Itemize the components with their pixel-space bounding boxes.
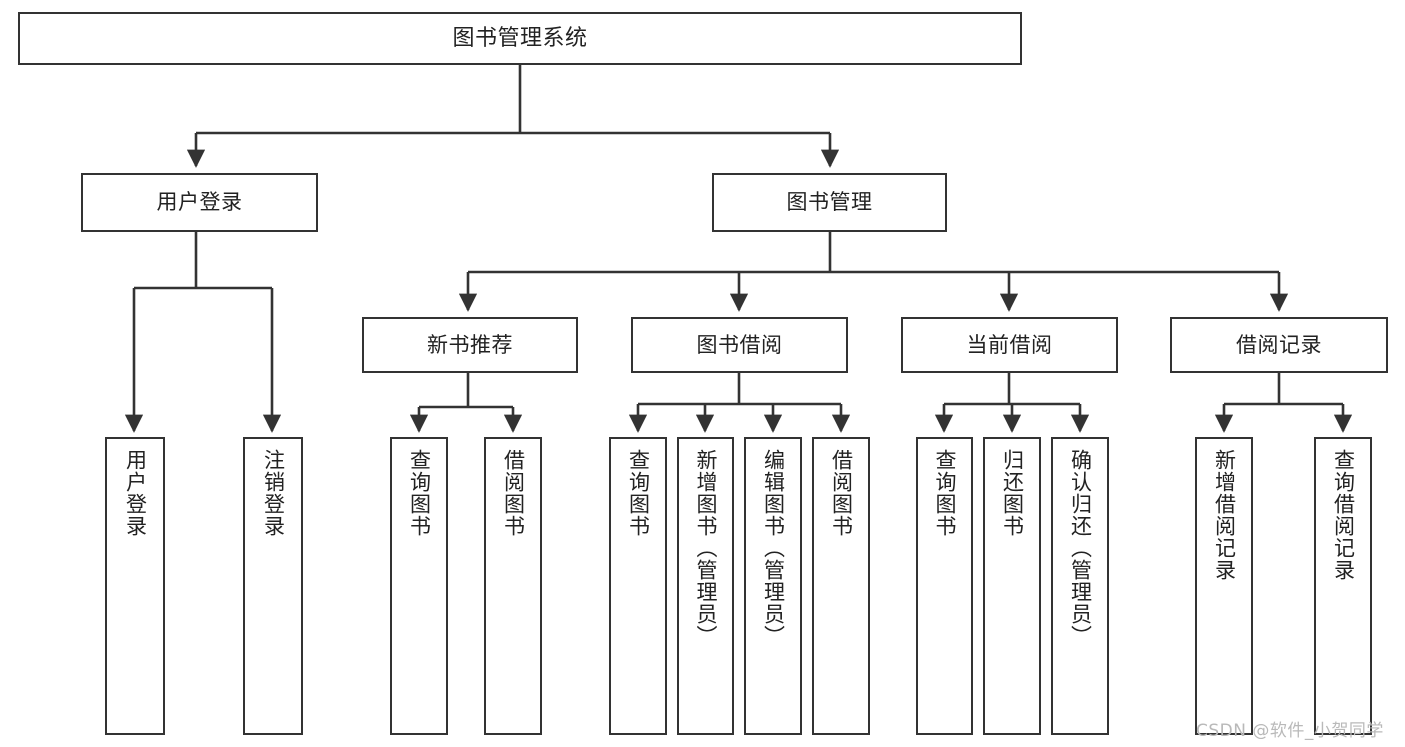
node-leaf-user-login[interactable]: 用户登录 <box>105 437 165 735</box>
node-book-management[interactable]: 图书管理 <box>712 173 947 232</box>
node-label: 借阅记录 <box>1236 332 1322 357</box>
csdn-watermark: CSDN @软件_小贺同学 <box>1196 721 1384 741</box>
node-leaf-logout[interactable]: 注销登录 <box>243 437 303 735</box>
node-label: 新增图书（管理员） <box>693 449 718 647</box>
node-current-borrowing[interactable]: 当前借阅 <box>901 317 1118 373</box>
node-leaf-borrow-books[interactable]: 借阅图书 <box>812 437 870 735</box>
node-label: 查询图书 <box>626 449 651 537</box>
node-leaf-query-books-current[interactable]: 查询图书 <box>916 437 973 735</box>
node-leaf-query-borrow-record[interactable]: 查询借阅记录 <box>1314 437 1372 735</box>
node-label: 图书管理系统 <box>452 25 588 51</box>
node-book-borrowing[interactable]: 图书借阅 <box>631 317 848 373</box>
node-label: 注销登录 <box>261 449 286 537</box>
node-label: 借阅图书 <box>501 449 526 537</box>
node-label: 查询图书 <box>932 449 957 537</box>
node-leaf-return-books[interactable]: 归还图书 <box>983 437 1041 735</box>
node-leaf-query-books-recommend[interactable]: 查询图书 <box>390 437 448 735</box>
node-leaf-edit-book-admin[interactable]: 编辑图书（管理员） <box>744 437 802 735</box>
node-label: 查询图书 <box>407 449 432 537</box>
node-label: 查询借阅记录 <box>1331 449 1356 581</box>
node-leaf-confirm-return-admin[interactable]: 确认归还（管理员） <box>1051 437 1109 735</box>
node-leaf-query-books-borrow[interactable]: 查询图书 <box>609 437 667 735</box>
node-leaf-borrow-books-recommend[interactable]: 借阅图书 <box>484 437 542 735</box>
node-label: 编辑图书（管理员） <box>761 449 786 647</box>
node-label: 确认归还（管理员） <box>1068 449 1093 647</box>
node-leaf-add-borrow-record[interactable]: 新增借阅记录 <box>1195 437 1253 735</box>
node-label: 图书管理 <box>786 190 873 215</box>
node-label: 借阅图书 <box>829 449 854 537</box>
node-label: 用户登录 <box>123 449 148 537</box>
node-label: 用户登录 <box>156 190 243 215</box>
node-leaf-add-book-admin[interactable]: 新增图书（管理员） <box>677 437 734 735</box>
node-root-book-management-system[interactable]: 图书管理系统 <box>18 12 1022 65</box>
node-label: 当前借阅 <box>966 332 1053 357</box>
node-label: 图书借阅 <box>696 332 783 357</box>
node-user-login[interactable]: 用户登录 <box>81 173 318 232</box>
node-new-book-recommendation[interactable]: 新书推荐 <box>362 317 578 373</box>
node-borrowing-records[interactable]: 借阅记录 <box>1170 317 1388 373</box>
node-label: 归还图书 <box>1000 449 1025 537</box>
node-label: 新增借阅记录 <box>1212 449 1237 581</box>
node-label: 新书推荐 <box>427 332 513 357</box>
